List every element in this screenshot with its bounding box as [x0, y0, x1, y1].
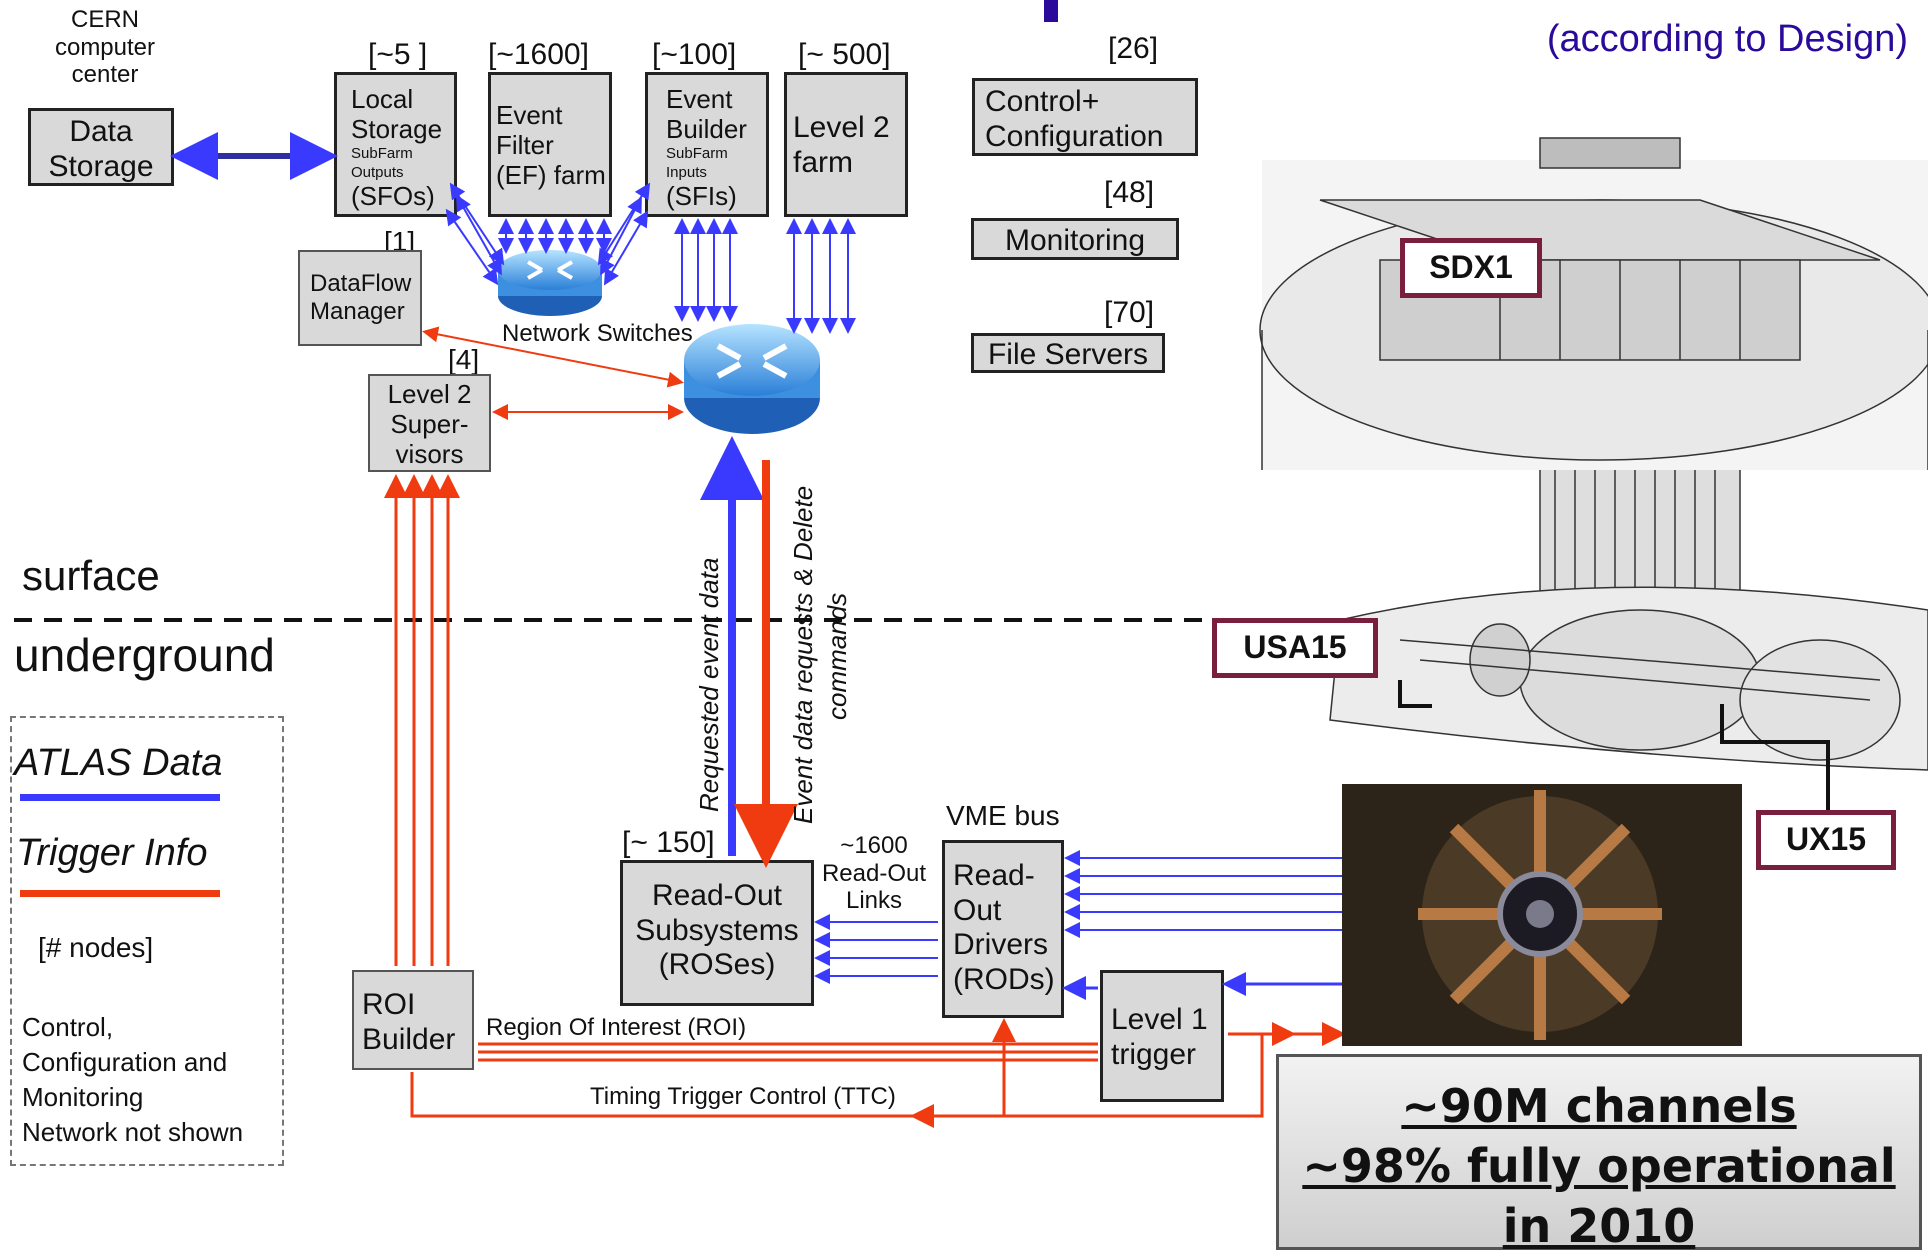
- eb-main-switch-links: [682, 222, 730, 318]
- stats-box: ~90M channels ~98% fully operational in …: [1276, 1054, 1922, 1250]
- usa15-tag: USA15: [1212, 618, 1378, 678]
- main-switch-icon: [684, 324, 820, 434]
- stats-line1: ~90M channels: [1279, 1077, 1919, 1137]
- ttc-line: [412, 1034, 1290, 1116]
- requested-data-text: Requested event data: [694, 558, 724, 812]
- sfo-switch-links: [448, 186, 502, 282]
- dfm-switch-link: [426, 332, 680, 382]
- rod-ros-links: [818, 922, 938, 976]
- atlas-detector-image: [1342, 784, 1742, 1046]
- stats-line2: ~98% fully operational: [1279, 1137, 1919, 1197]
- detector-rod-links: [1068, 858, 1342, 930]
- roi-l2sv-links: [396, 480, 448, 966]
- small-switch-icon: [498, 250, 602, 316]
- eb-switch-links: [600, 186, 648, 282]
- stats-line3: in 2010: [1279, 1197, 1919, 1256]
- l2-main-switch-links: [794, 222, 848, 330]
- sdx1-tag: SDX1: [1400, 238, 1542, 298]
- event-requests-text: Event data requests & Delete: [788, 486, 818, 824]
- commands-text: commands: [822, 593, 852, 720]
- ef-switch-links: [506, 222, 604, 250]
- ux15-tag: UX15: [1756, 810, 1896, 870]
